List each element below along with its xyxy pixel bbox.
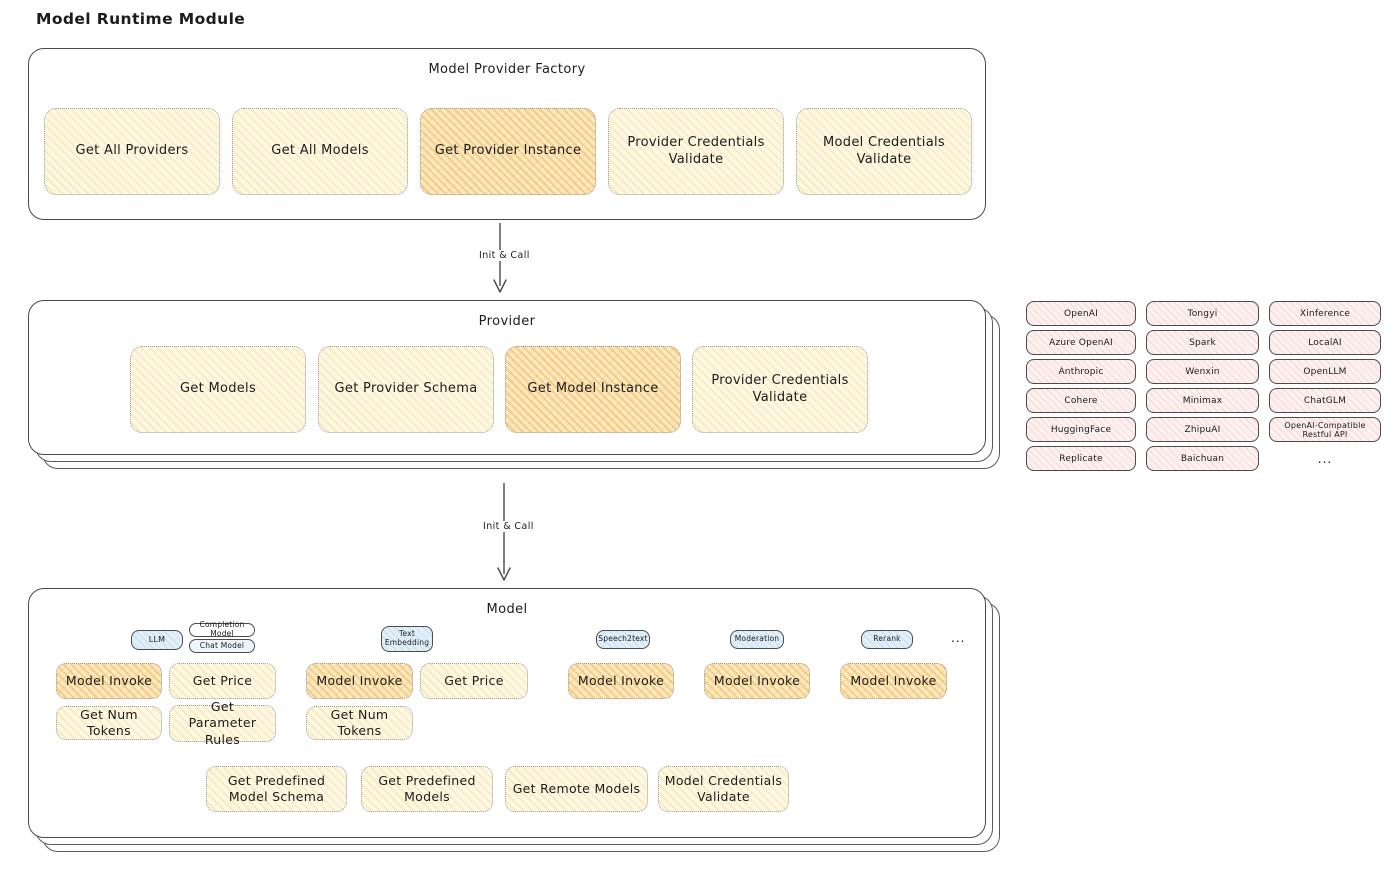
node-provider-credentials-validate: Provider Credentials Validate — [608, 108, 784, 195]
page-title: Model Runtime Module — [36, 10, 246, 28]
node-get-all-providers: Get All Providers — [44, 108, 220, 195]
provider-box: Provider Get Models Get Provider Schema … — [28, 300, 986, 455]
tags-more-ellipsis: ... — [951, 631, 966, 645]
provider-item-zhipuai: ZhipuAI — [1146, 417, 1259, 442]
node-s2t-model-invoke: Model Invoke — [568, 663, 674, 699]
provider-item-wenxin: Wenxin — [1146, 359, 1259, 384]
node-llm-get-num-tokens: Get Num Tokens — [56, 706, 162, 740]
provider-item-openllm: OpenLLM — [1269, 359, 1381, 384]
provider-item-openai: OpenAI — [1026, 301, 1136, 326]
node-get-predefined-model-schema: Get Predefined Model Schema — [206, 766, 347, 812]
provider-item-localai: LocalAI — [1269, 330, 1381, 355]
provider-item-tongyi: Tongyi — [1146, 301, 1259, 326]
provider-more-ellipsis: ... — [1317, 451, 1333, 466]
model-box: Model LLM Completion Model Chat Model Te… — [28, 588, 986, 838]
tag-text-embedding: Text Embedding — [381, 626, 433, 652]
factory-box: Model Provider Factory Get All Providers… — [28, 48, 986, 220]
node-get-all-models: Get All Models — [232, 108, 408, 195]
provider-title: Provider — [478, 314, 536, 329]
node-model-credentials-validate-2: Model Credentials Validate — [658, 766, 789, 812]
node-llm-get-price: Get Price — [169, 663, 276, 699]
provider-grid: OpenAI Tongyi Xinference Azure OpenAI Sp… — [1026, 301, 1381, 471]
node-te-get-price: Get Price — [420, 663, 528, 699]
provider-item-minimax: Minimax — [1146, 388, 1259, 413]
node-get-models: Get Models — [130, 346, 306, 433]
node-moderation-model-invoke: Model Invoke — [704, 663, 810, 699]
node-get-predefined-models: Get Predefined Models — [361, 766, 493, 812]
node-get-remote-models: Get Remote Models — [505, 766, 648, 812]
tag-moderation: Moderation — [730, 630, 784, 649]
node-rerank-model-invoke: Model Invoke — [840, 663, 947, 699]
model-title: Model — [486, 602, 528, 617]
provider-item-spark: Spark — [1146, 330, 1259, 355]
tag-chat-model: Chat Model — [189, 639, 255, 653]
node-llm-model-invoke: Model Invoke — [56, 663, 162, 699]
tag-rerank: Rerank — [861, 630, 913, 649]
node-get-provider-schema: Get Provider Schema — [318, 346, 494, 433]
node-te-model-invoke: Model Invoke — [306, 663, 413, 699]
factory-title: Model Provider Factory — [428, 62, 586, 77]
provider-item-replicate: Replicate — [1026, 446, 1136, 471]
tag-completion-model: Completion Model — [189, 621, 255, 638]
arrow-label-init-call-2: Init & Call — [479, 521, 538, 532]
node-llm-get-parameter-rules: Get Parameter Rules — [169, 699, 276, 747]
tag-speech2text: Speech2text — [596, 630, 650, 649]
provider-item-openai-compatible-restful-api: OpenAI-Compatible Restful API — [1269, 417, 1381, 442]
node-get-model-instance: Get Model Instance — [505, 346, 681, 433]
provider-item-anthropic: Anthropic — [1026, 359, 1136, 384]
provider-item-huggingface: HuggingFace — [1026, 417, 1136, 442]
provider-item-baichuan: Baichuan — [1146, 446, 1259, 471]
provider-item-azure-openai: Azure OpenAI — [1026, 330, 1136, 355]
node-provider-credentials-validate-2: Provider Credentials Validate — [692, 346, 868, 433]
node-model-credentials-validate: Model Credentials Validate — [796, 108, 972, 195]
node-te-get-num-tokens: Get Num Tokens — [306, 706, 413, 740]
provider-item-cohere: Cohere — [1026, 388, 1136, 413]
tag-llm: LLM — [131, 630, 183, 650]
arrow-down-icon-2 — [497, 483, 511, 581]
provider-item-chatglm: ChatGLM — [1269, 388, 1381, 413]
provider-item-xinference: Xinference — [1269, 301, 1381, 326]
arrow-label-init-call-1: Init & Call — [475, 250, 534, 261]
node-get-provider-instance: Get Provider Instance — [420, 108, 596, 195]
